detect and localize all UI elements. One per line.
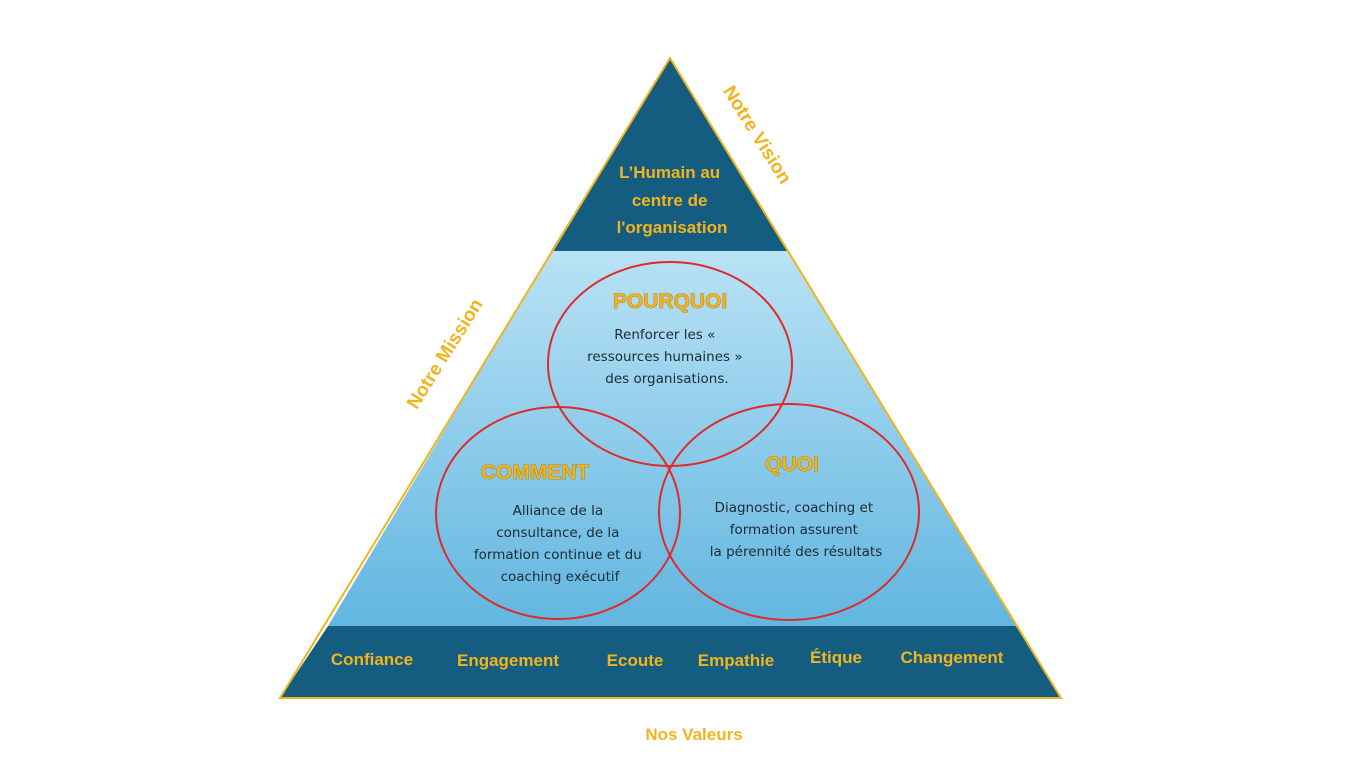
comment-line: coaching exécutif [501,569,621,585]
comment-line: formation continue et du [474,547,642,563]
quoi-line: Diagnostic, coaching et [715,500,874,516]
value-changement: Changement [901,648,1004,667]
pourquoi-text: Renforcer les « ressources humaines » de… [587,327,747,387]
pourquoi-circle [547,261,793,467]
value-engagement: Engagement [457,651,559,670]
value-etique: Étique [810,648,862,667]
quoi-title: QUOI [765,453,819,476]
quoi-line: formation assurent [730,522,858,538]
pyramid-middle-band [328,251,1016,626]
comment-circle [435,406,681,620]
pourquoi-line: Renforcer les « [614,327,715,343]
apex-text: L’Humain au centre de l'organisation [617,163,728,237]
pyramid-apex [551,58,789,251]
quoi-circle [658,403,920,621]
apex-line: centre de [632,191,708,210]
apex-line: L’Humain au [619,163,720,182]
apex-line: l'organisation [617,218,728,237]
pourquoi-line: ressources humaines » [587,349,742,365]
comment-title: COMMENT [481,461,590,484]
comment-line: consultance, de la [496,525,619,541]
pyramid-outline [278,56,1063,699]
pourquoi-line: des organisations. [605,371,728,387]
pourquoi-title: POURQUOI [613,290,727,313]
value-empathie: Empathie [698,651,775,670]
comment-text: Alliance de la consultance, de la format… [474,503,646,585]
value-confiance: Confiance [331,650,413,669]
values-label: Nos Valeurs [645,725,742,744]
value-ecoute: Ecoute [607,651,664,670]
quoi-text: Diagnostic, coaching et formation assure… [710,500,883,560]
pyramid-base-band [280,626,1061,698]
quoi-line: la pérennité des résultats [710,544,883,560]
comment-line: Alliance de la [513,503,604,519]
